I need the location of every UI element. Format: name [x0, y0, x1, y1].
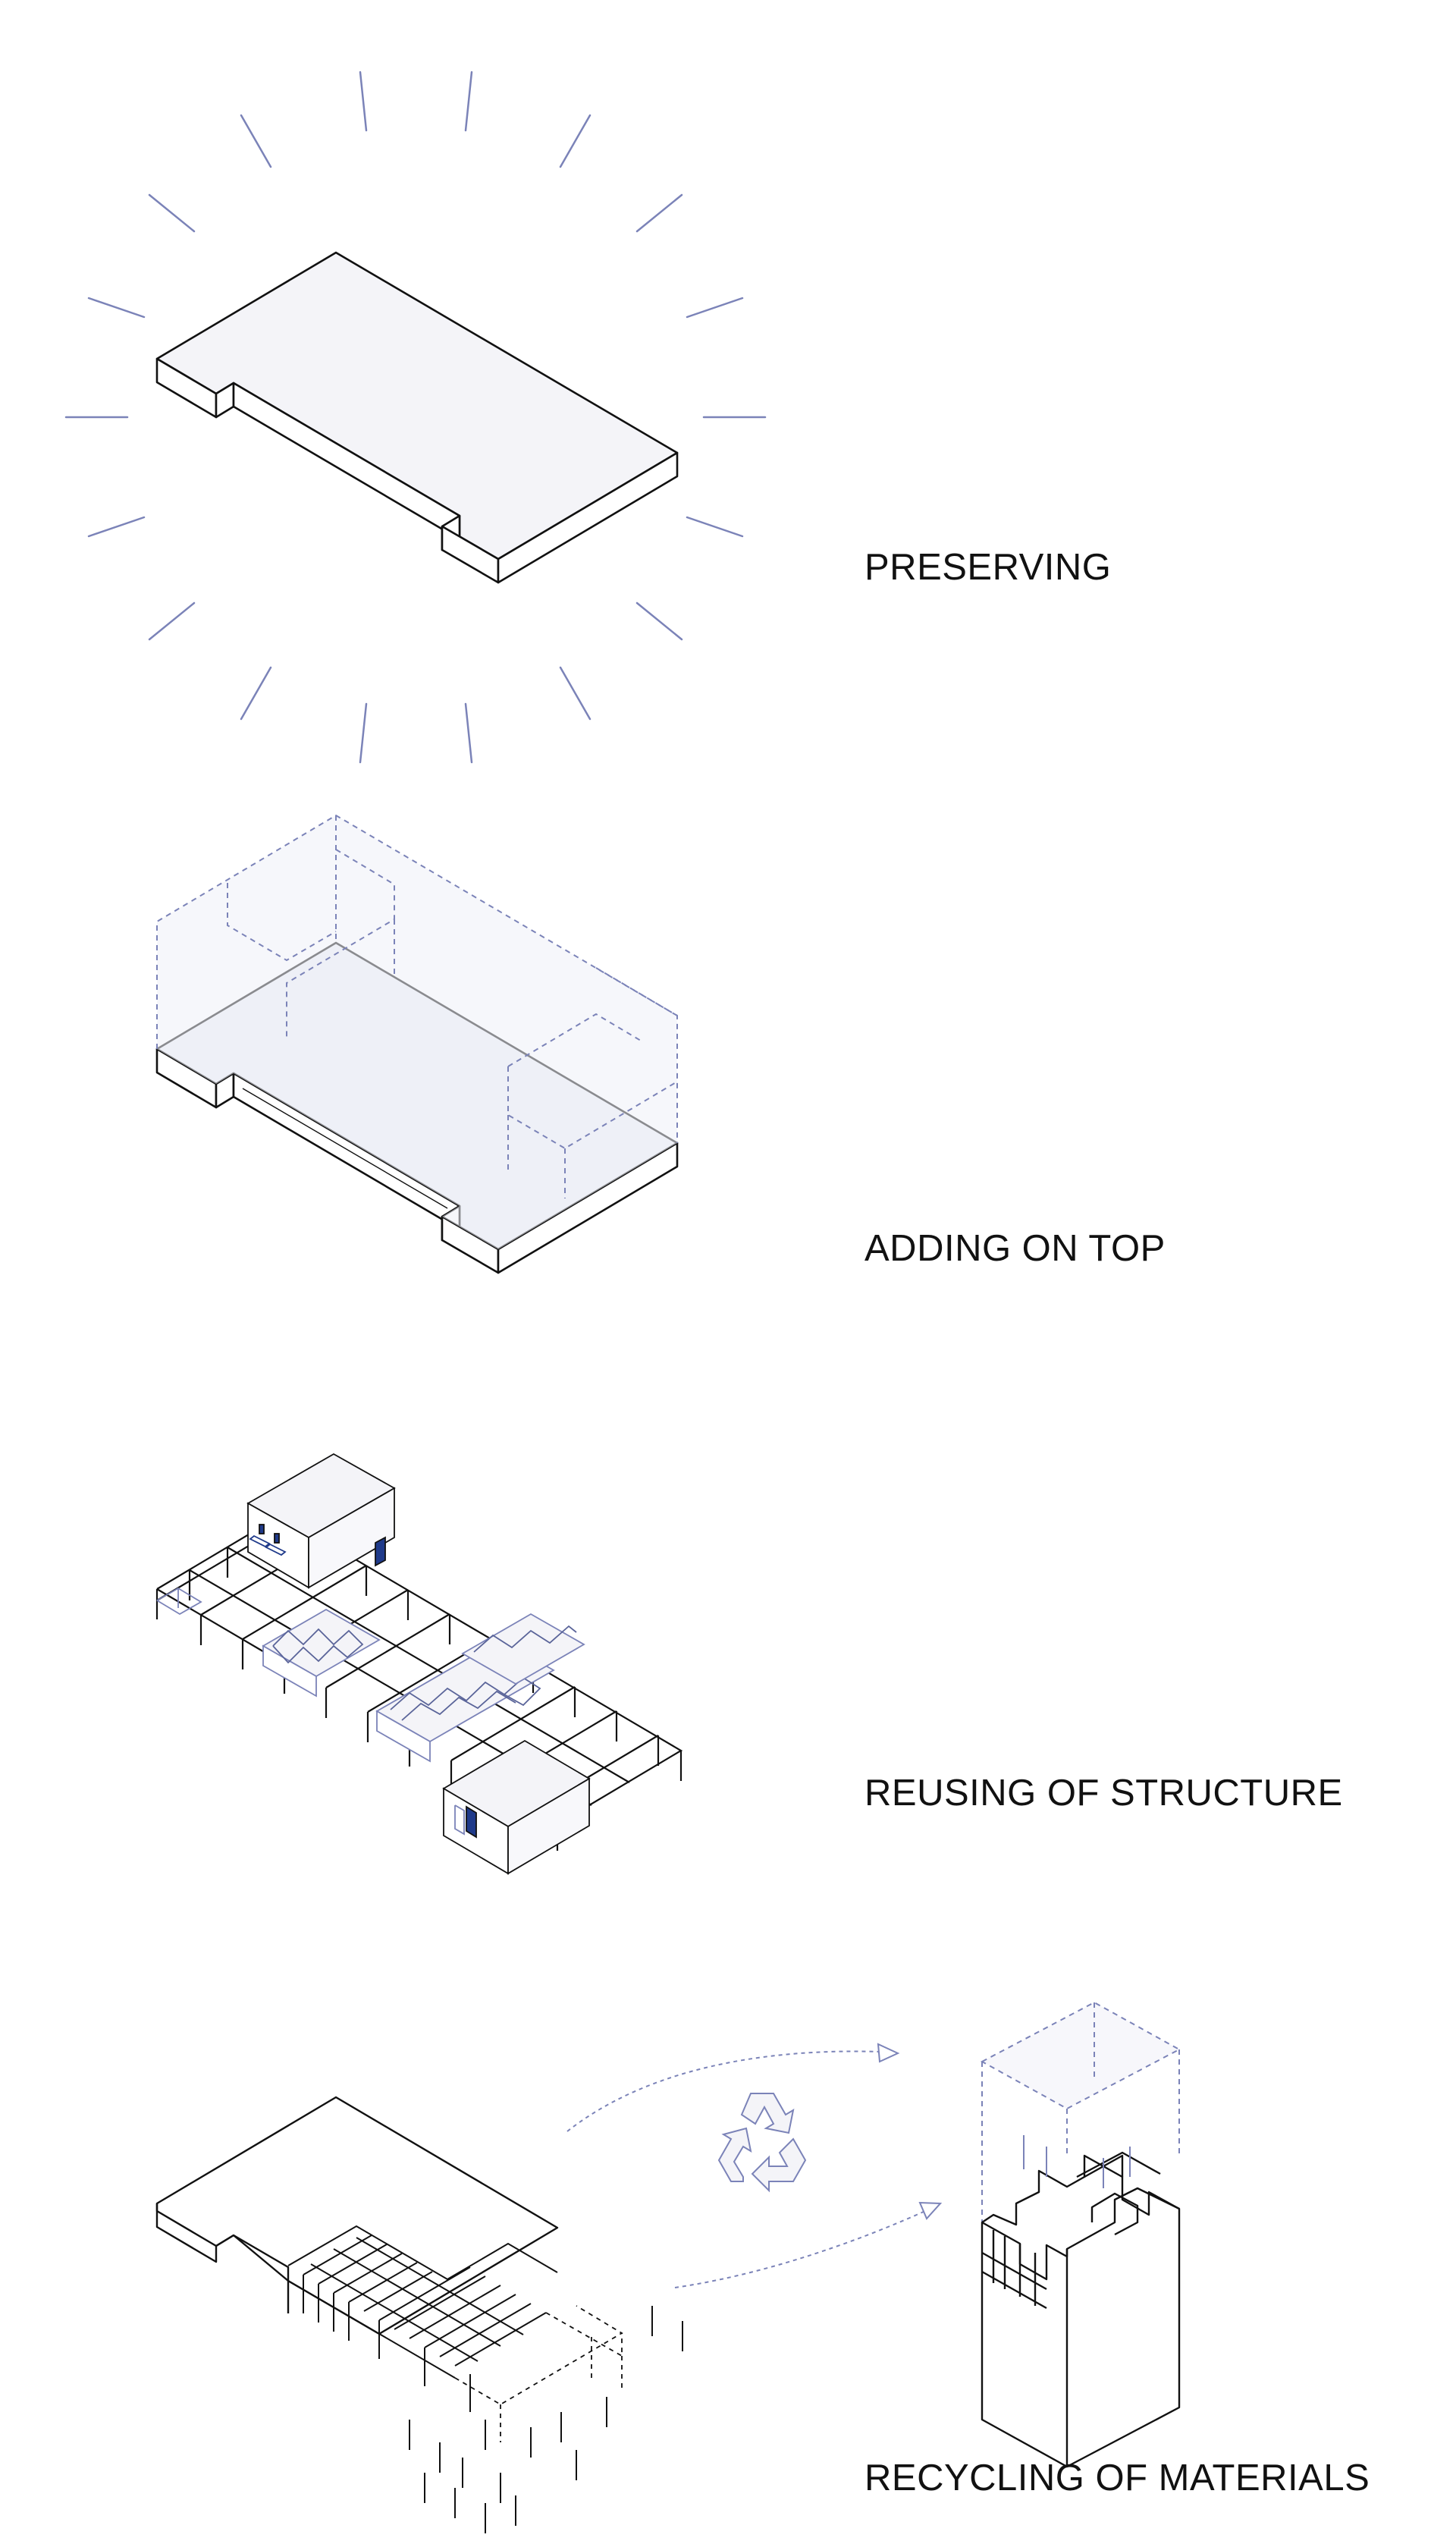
falling-pieces	[409, 2306, 683, 2533]
skylight-box-left	[262, 1608, 381, 1698]
ground-block	[442, 1739, 591, 1875]
door-icon	[466, 1805, 477, 1839]
glow-rays-icon	[64, 71, 767, 764]
door-icon	[375, 1536, 386, 1567]
recycle-icon	[717, 2093, 807, 2193]
recycled-block	[980, 2001, 1181, 2468]
dismantled-grid	[287, 2225, 558, 2412]
caption-adding-on-top: ADDING ON TOP	[864, 1228, 1166, 1269]
reusing-of-structure-diagram	[155, 1453, 683, 1875]
frame-structure	[155, 1514, 683, 1851]
partial-slab	[155, 2096, 559, 2335]
skylight-pair-icon	[249, 1524, 287, 1556]
entry-frame	[156, 1587, 202, 1616]
ghost-volume-extension	[156, 814, 678, 1249]
skylight-box-right	[461, 1613, 585, 1685]
caption-recycling-of-materials: RECYCLING OF MATERIALS	[864, 2458, 1370, 2498]
arrowheads	[877, 2043, 943, 2220]
dashed-outline	[454, 2305, 623, 2442]
slab-building	[155, 251, 679, 584]
panel-preserving: PRESERVING	[0, 0, 1456, 789]
arrow-icon	[566, 2050, 926, 2288]
adding-on-top-diagram	[155, 814, 679, 1274]
preserving-diagram	[64, 71, 767, 764]
recycling-of-materials-diagram	[155, 2001, 1181, 2533]
rooftop-block	[246, 1453, 396, 1589]
panel-reusing-of-structure: REUSING OF STRUCTURE	[0, 1320, 1456, 1927]
panel-adding-on-top: ADDING ON TOP	[0, 789, 1456, 1320]
panel-recycling-of-materials: RECYCLING OF MATERIALS	[0, 1927, 1456, 2544]
caption-reusing-of-structure: REUSING OF STRUCTURE	[864, 1773, 1343, 1814]
caption-preserving: PRESERVING	[864, 547, 1112, 588]
